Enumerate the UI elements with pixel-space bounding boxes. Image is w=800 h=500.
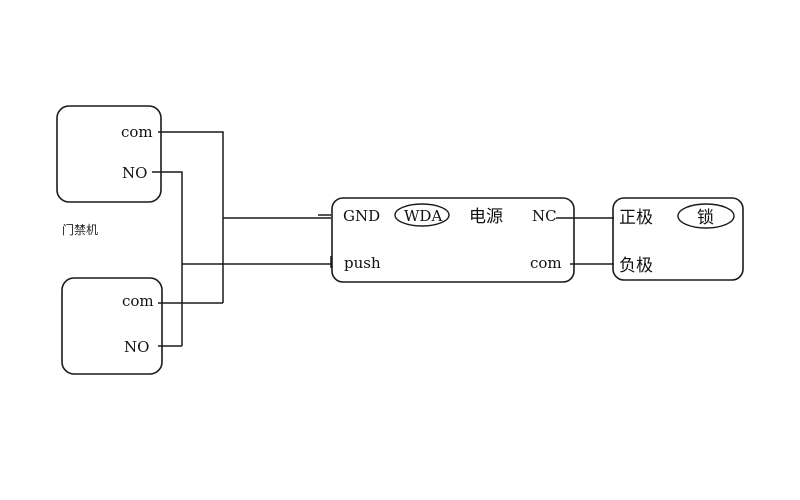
access-controller-caption: 门禁机 bbox=[62, 222, 98, 237]
lock: 正极 锁 负极 bbox=[612, 197, 744, 281]
push-label: push bbox=[344, 254, 381, 272]
access-controller-top: com NO bbox=[56, 105, 162, 203]
wda-label: WDA bbox=[404, 207, 442, 225]
power-supply-name: 电源 bbox=[469, 207, 503, 227]
bottom-no-label: NO bbox=[124, 338, 149, 356]
lock-oval bbox=[677, 203, 735, 229]
access-controller-bottom-box bbox=[61, 277, 163, 375]
lock-positive-label: 正极 bbox=[619, 208, 653, 228]
top-no-label: NO bbox=[122, 164, 147, 182]
access-controller-bottom: com NO bbox=[61, 277, 163, 375]
access-controller-top-box bbox=[56, 105, 162, 203]
wire-top-com bbox=[158, 131, 224, 303]
top-com-label: com bbox=[121, 123, 153, 141]
bottom-com-label: com bbox=[122, 292, 154, 310]
nc-label: NC bbox=[532, 207, 557, 225]
wda-oval bbox=[394, 203, 450, 227]
power-supply-box bbox=[331, 197, 575, 283]
wire-top-no bbox=[152, 171, 183, 346]
lock-box bbox=[612, 197, 744, 281]
lock-name: 锁 bbox=[697, 208, 714, 228]
gnd-label: GND bbox=[343, 207, 380, 225]
lock-negative-label: 负极 bbox=[619, 256, 653, 276]
wires bbox=[152, 131, 614, 347]
power-com-label: com bbox=[530, 254, 562, 272]
power-supply: GND WDA 电源 NC push com bbox=[331, 197, 575, 283]
